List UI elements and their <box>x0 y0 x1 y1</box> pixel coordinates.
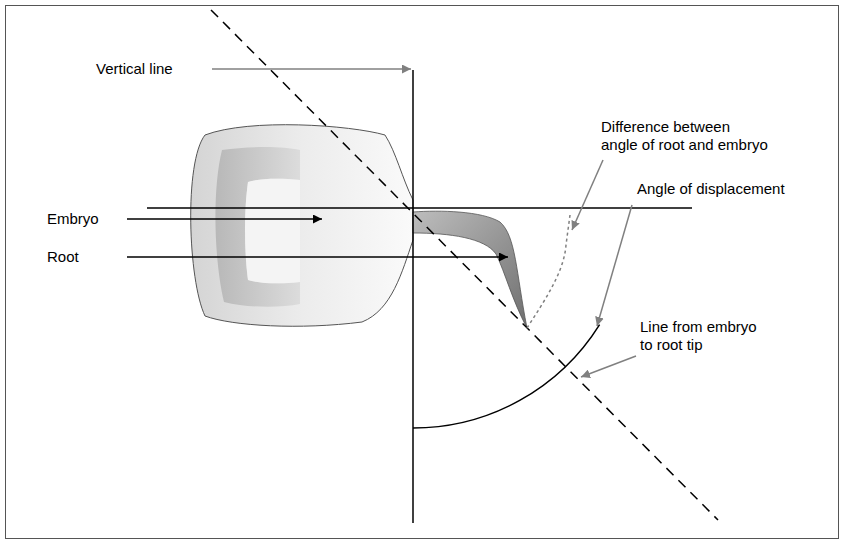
leader-arrow <box>127 218 322 220</box>
frame <box>6 6 839 539</box>
leader-arrow <box>581 356 636 377</box>
label-text: Root <box>47 248 79 266</box>
seed-inner <box>215 147 300 307</box>
leader-arrow <box>127 256 508 258</box>
horizontal-line <box>147 207 692 209</box>
label-text: Angle of displacement <box>637 180 785 198</box>
displacement-arc <box>413 325 600 428</box>
label-text: Difference between angle of root and emb… <box>601 118 770 154</box>
label-text: Embryo <box>47 210 99 228</box>
difference-curve <box>527 215 570 328</box>
leader-arrow <box>572 160 603 230</box>
vertical-line <box>412 70 414 523</box>
leader-arrow <box>597 205 632 326</box>
embryo-root-tip-line <box>211 10 718 520</box>
leader-arrow <box>212 68 411 70</box>
label-text: Vertical line <box>96 60 173 78</box>
seed-body <box>191 125 413 327</box>
label-text: Line from embryo to root tip <box>640 318 765 354</box>
seed-core <box>245 179 300 284</box>
